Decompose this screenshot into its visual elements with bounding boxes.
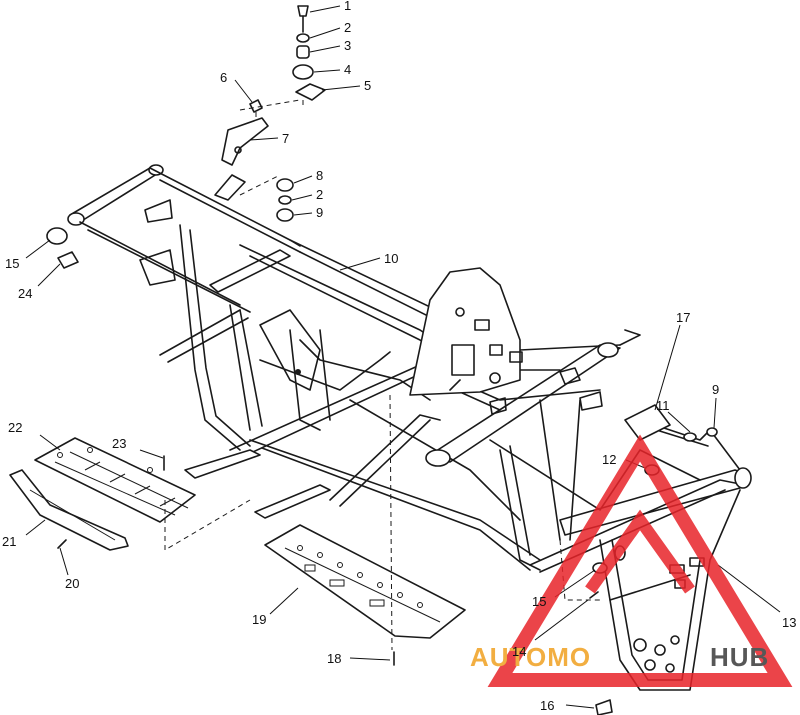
- callout-24: 24: [18, 286, 32, 301]
- leader-lines: [25, 5, 781, 709]
- callout-6: 6: [220, 70, 227, 85]
- callout-15: 15: [5, 256, 19, 271]
- callout-8: 8: [316, 168, 323, 183]
- callout-9b: 9: [712, 382, 719, 397]
- callout-7: 7: [282, 131, 289, 146]
- callout-5: 5: [364, 78, 371, 93]
- callout-4: 4: [344, 62, 351, 77]
- callout-2b: 2: [316, 187, 323, 202]
- watermark-text-right: HUB: [710, 642, 769, 672]
- callout-22: 22: [8, 420, 22, 435]
- callout-3: 3: [344, 38, 351, 53]
- plug-and-tag: [46, 227, 79, 269]
- watermark-inner-mark-icon: [585, 509, 695, 594]
- watermark-logo: AUTOMO HUB: [470, 434, 793, 687]
- callout-15b: 15: [532, 594, 546, 609]
- watermark-triangle-icon: [487, 434, 793, 687]
- bracket: [221, 99, 269, 166]
- mount-stack: [292, 5, 326, 108]
- callout-19: 19: [252, 612, 266, 627]
- skid-plate: [264, 524, 466, 639]
- watermark-text-left: AUTOMO: [470, 642, 591, 672]
- callout-2: 2: [344, 20, 351, 35]
- callout-1: 1: [344, 0, 351, 13]
- callout-16: 16: [540, 698, 554, 713]
- callout-12: 12: [602, 452, 616, 467]
- screws: [57, 455, 395, 666]
- callout-21: 21: [2, 534, 16, 549]
- callout-11: 11: [656, 398, 670, 413]
- foot-guard: [9, 469, 129, 551]
- callout-20: 20: [65, 576, 79, 591]
- rear-bulkhead-plate: [409, 267, 523, 396]
- floorboard: [34, 437, 196, 523]
- callout-23: 23: [112, 436, 126, 451]
- callout-17: 17: [676, 310, 690, 325]
- callout-9: 9: [316, 205, 323, 220]
- assembly-lines: [164, 99, 600, 651]
- rear-bumper: [559, 467, 752, 691]
- callout-14: 14: [512, 644, 526, 659]
- nuts-8-2-9: [276, 178, 294, 222]
- callout-13: 13: [782, 615, 796, 630]
- callout-10: 10: [384, 251, 398, 266]
- callout-18: 18: [327, 651, 341, 666]
